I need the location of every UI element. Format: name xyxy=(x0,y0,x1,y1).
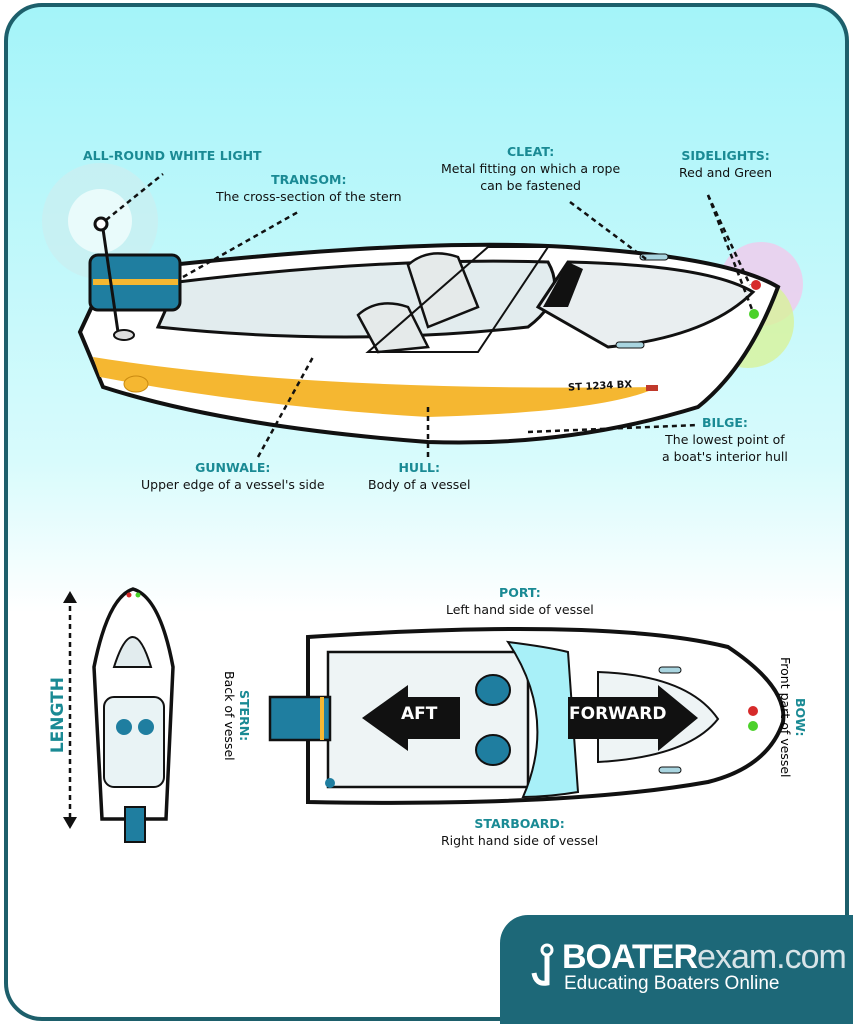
boat-illustrations xyxy=(42,163,803,843)
label-hull: HULL: Body of a vessel xyxy=(368,459,470,493)
label-title: CLEAT: xyxy=(506,144,555,159)
red-sidelight xyxy=(751,280,761,290)
top-view-large-boat xyxy=(268,627,786,805)
brand-rest: exam.com xyxy=(697,938,847,976)
label-desc: The cross-section of the stern xyxy=(216,189,402,204)
label-desc: Red and Green xyxy=(679,165,773,180)
label-title: HULL: xyxy=(398,460,440,475)
label-desc: can be fastened xyxy=(480,178,581,193)
boaterexam-logo[interactable]: BOATERexam.com Educating Boaters Online xyxy=(500,915,853,1024)
label-title: BOW: xyxy=(793,697,808,737)
label-title: TRANSOM: xyxy=(271,172,347,187)
label-sidelights: SIDELIGHTS: Red and Green xyxy=(679,147,772,181)
label-transom: TRANSOM: The cross-section of the stern xyxy=(216,171,402,205)
label-desc: Left hand side of vessel xyxy=(446,602,594,617)
label-desc: Metal fitting on which a rope xyxy=(441,161,621,176)
label-port: PORT: Left hand side of vessel xyxy=(446,584,594,618)
label-gunwale: GUNWALE: Upper edge of a vessel's side xyxy=(141,459,325,493)
leader-lines xyxy=(105,173,755,458)
diagram-frame: ALL-ROUND WHITE LIGHT TRANSOM: The cross-… xyxy=(4,3,849,1021)
forward-label: FORWARD xyxy=(569,704,667,724)
label-stern: STERN:Back of vessel xyxy=(222,671,252,761)
side-view-boat xyxy=(77,216,781,445)
label-title: PORT: xyxy=(499,585,541,600)
label-desc: Front part of vessel xyxy=(778,657,793,778)
aft-label: AFT xyxy=(401,704,438,724)
label-desc: Upper edge of a vessel's side xyxy=(141,477,325,492)
label-desc: The lowest point of xyxy=(665,432,785,447)
label-title: SIDELIGHTS: xyxy=(681,148,770,163)
length-label: LENGTH xyxy=(48,675,68,756)
label-desc: Right hand side of vessel xyxy=(441,833,599,848)
label-title: STARBOARD: xyxy=(474,816,565,831)
label-all-round-white-light: ALL-ROUND WHITE LIGHT xyxy=(83,147,262,164)
logo-tagline: Educating Boaters Online xyxy=(564,973,780,994)
label-title: ALL-ROUND WHITE LIGHT xyxy=(83,148,262,163)
logo-brand: BOATERexam.com xyxy=(562,938,847,976)
label-desc: a boat's interior hull xyxy=(662,449,788,464)
anchor-icon xyxy=(531,943,554,986)
label-desc: Back of vessel xyxy=(222,671,237,761)
green-sidelight xyxy=(749,309,759,319)
label-bow: BOW:Front part of vessel xyxy=(778,657,808,778)
label-bilge: BILGE: The lowest point of a boat's interi… xyxy=(662,414,788,465)
label-desc: Body of a vessel xyxy=(368,477,471,492)
top-view-small-boat xyxy=(63,587,175,843)
label-title: BILGE: xyxy=(701,415,748,430)
brand-bold: BOATER xyxy=(562,938,698,976)
label-cleat: CLEAT: Metal fitting on which a rope can b… xyxy=(441,143,620,194)
label-title: STERN: xyxy=(237,690,252,742)
label-title: GUNWALE: xyxy=(195,460,271,475)
label-starboard: STARBOARD: Right hand side of vessel xyxy=(441,815,598,849)
